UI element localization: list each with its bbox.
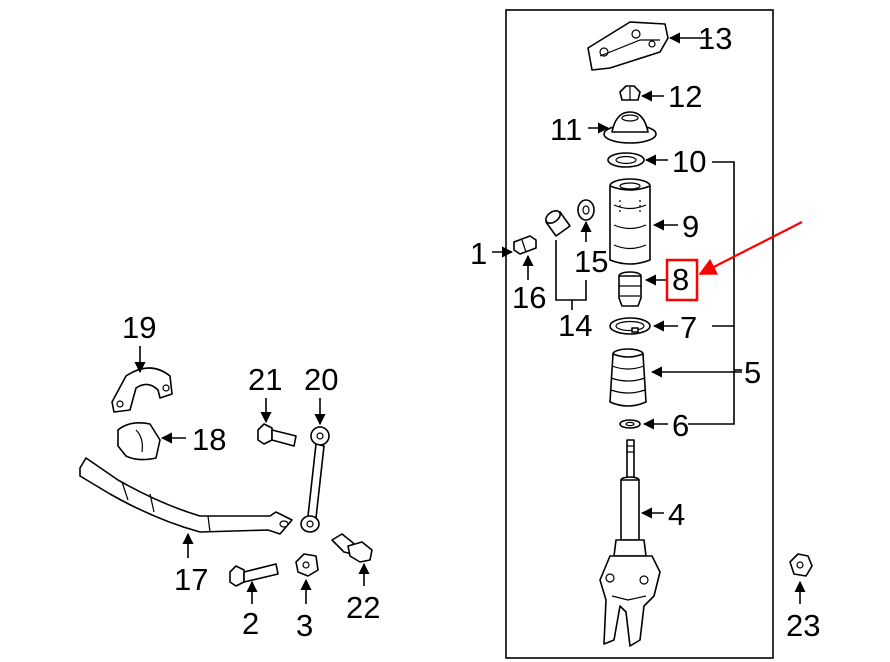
callout-18: 18 [192, 422, 226, 457]
part-3-nut[interactable] [295, 553, 319, 577]
highlight-pointer [698, 221, 803, 275]
callout-6: 6 [672, 408, 689, 443]
callout-13: 13 [698, 21, 732, 56]
callout-14: 14 [558, 308, 592, 343]
part-20-stabilizer-link[interactable] [300, 426, 330, 533]
part-19-clamp[interactable] [111, 367, 173, 413]
part-4-shock-absorber[interactable] [599, 439, 661, 647]
part-6-washer[interactable] [619, 419, 641, 429]
callout-1: 1 [470, 236, 487, 271]
part-15-washer[interactable] [577, 199, 595, 221]
part-21-bolt[interactable] [257, 423, 297, 447]
part-13-bracket[interactable] [587, 21, 669, 71]
callout-3: 3 [296, 608, 313, 643]
part-10-washer[interactable] [607, 152, 645, 168]
callout-21: 21 [248, 362, 282, 397]
group-bracket-14 [555, 240, 587, 301]
callout-8: 8 [672, 262, 689, 297]
callout-2: 2 [242, 606, 259, 641]
part-16-sleeve[interactable] [544, 208, 571, 237]
part-1-fitting[interactable] [513, 235, 537, 255]
callout-7: 7 [680, 310, 697, 345]
callout-11: 11 [550, 112, 582, 147]
part-18-bushing[interactable] [117, 422, 161, 461]
group-bracket-5 [688, 161, 735, 425]
part-5-dust-boot[interactable] [609, 348, 647, 407]
callout-9: 9 [682, 209, 699, 244]
strut-assembly-frame [505, 9, 774, 659]
part-23-nut[interactable] [789, 553, 813, 577]
callout-12: 12 [668, 79, 702, 114]
part-11-upper-mount[interactable] [603, 111, 657, 144]
part-17-stabilizer-bar[interactable] [79, 457, 293, 535]
callout-23: 23 [786, 608, 820, 643]
part-9-air-spring[interactable] [609, 178, 651, 265]
highlight-box-8 [665, 258, 699, 302]
callout-19: 19 [122, 310, 156, 345]
callout-15: 15 [574, 244, 608, 279]
callout-16: 16 [512, 280, 546, 315]
part-2-bolt[interactable] [229, 563, 279, 587]
callout-22: 22 [346, 590, 380, 625]
part-8-bump-stop[interactable] [618, 271, 642, 307]
part-22-bolt[interactable] [331, 533, 373, 563]
callout-10: 10 [672, 144, 706, 179]
callout-5: 5 [744, 355, 761, 390]
part-12-nut[interactable] [619, 85, 641, 101]
callout-17: 17 [174, 562, 208, 597]
callout-20: 20 [304, 362, 338, 397]
callout-4: 4 [668, 497, 685, 532]
part-7-clamp-ring[interactable] [609, 317, 651, 335]
